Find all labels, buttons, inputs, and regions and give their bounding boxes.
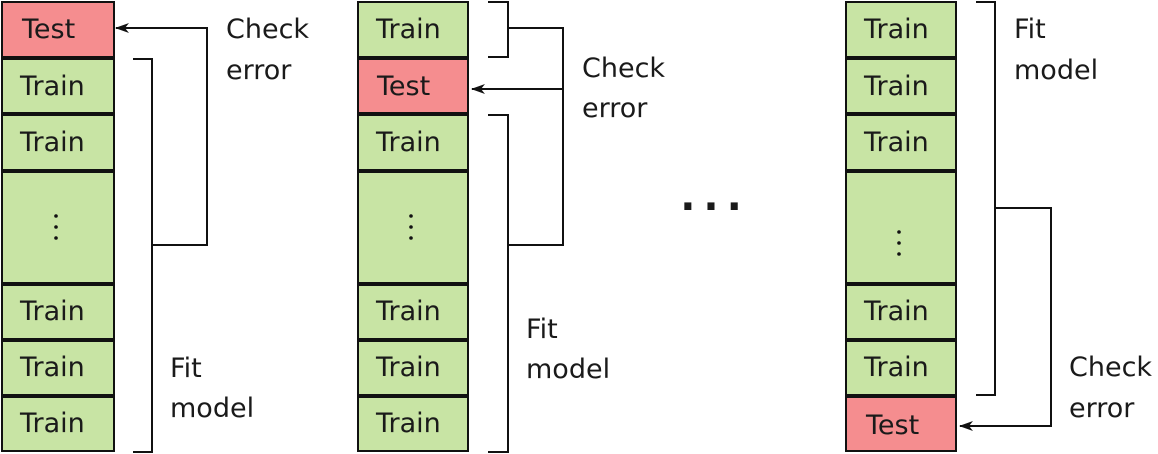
fold-3-cell-5: Train	[845, 284, 957, 340]
train-block	[845, 114, 957, 171]
fold-3-cell-4	[845, 171, 957, 284]
fit-model-bracket	[976, 1, 996, 396]
ellipsis-block	[1, 171, 115, 284]
vertical-ellipsis	[897, 230, 901, 256]
cell-label: Train	[863, 352, 929, 383]
fit-model-bracket-upper	[488, 1, 509, 58]
cell-label: Train	[863, 14, 929, 45]
cell-label: Train	[19, 296, 85, 327]
cell-label: Train	[863, 71, 929, 102]
cell-label: Train	[375, 127, 441, 158]
fit-model-bracket-lower	[488, 114, 509, 453]
fold-1: Test Train Train Train Train	[1, 1, 309, 453]
check-error-arrow	[959, 207, 1052, 431]
fold-2-cell-6: Train	[357, 340, 469, 396]
ellipsis-dot	[897, 241, 901, 245]
check-error-arrow	[115, 23, 208, 246]
ellipsis-dot	[409, 225, 413, 229]
cell-label: Train	[375, 14, 441, 45]
fold-1-cell-3: Train	[1, 114, 115, 171]
train-block	[357, 284, 469, 340]
cell-label: Train	[375, 296, 441, 327]
train-block	[1, 114, 115, 171]
train-block	[357, 1, 469, 58]
train-block	[357, 340, 469, 396]
check-error-label: Check	[1069, 352, 1152, 383]
fold-3-cell-3: Train	[845, 114, 957, 171]
fit-model-bracket	[133, 58, 153, 453]
fold-1-cell-6: Train	[1, 340, 115, 396]
fit-model-label: model	[526, 354, 610, 385]
vertical-ellipsis	[54, 214, 58, 240]
fit-model-label: Fit	[1014, 14, 1046, 45]
cell-label: Train	[19, 127, 85, 158]
train-block	[1, 58, 115, 114]
train-block	[845, 284, 957, 340]
fold-3-cell-2: Train	[845, 58, 957, 114]
ellipsis-block	[357, 171, 469, 284]
check-error-label: error	[1069, 393, 1135, 424]
fold-3: Train Train Train Train Train	[845, 1, 1152, 452]
fold-2-cell-4	[357, 171, 469, 284]
cell-label: Train	[863, 296, 929, 327]
cell-label: Train	[863, 127, 929, 158]
check-error-label: error	[582, 93, 648, 124]
test-block	[1, 1, 115, 58]
fold-1-cell-4	[1, 171, 115, 284]
fold-3-cell-6: Train	[845, 340, 957, 396]
train-block	[357, 396, 469, 452]
vertical-ellipsis	[409, 214, 413, 240]
cell-label: Train	[375, 408, 441, 439]
train-block	[1, 340, 115, 396]
ellipsis-dot	[54, 225, 58, 229]
ellipsis-dot	[897, 230, 901, 234]
cell-label: Test	[865, 410, 919, 441]
fit-model-label: Fit	[526, 314, 558, 345]
fold-2-cell-3: Train	[357, 114, 469, 171]
fold-1-cell-5: Train	[1, 284, 115, 340]
check-error-label: Check	[582, 53, 665, 84]
fold-2-cell-1: Train	[357, 1, 469, 58]
fold-1-cell-2: Train	[1, 58, 115, 114]
fit-model-label: model	[170, 393, 254, 424]
check-error-label: error	[226, 55, 292, 86]
fold-2: Train Test Train Train Train	[357, 1, 665, 453]
fold-2-cell-2: Test	[357, 58, 469, 114]
fold-3-cell-7: Test	[845, 396, 957, 452]
fit-model-label: Fit	[170, 353, 202, 384]
train-block	[1, 396, 115, 452]
cell-label: Train	[375, 352, 441, 383]
ellipsis-block	[845, 171, 957, 284]
check-error-arrow	[472, 27, 564, 246]
ellipsis-dot	[409, 214, 413, 218]
fold-3-cell-1: Train	[845, 1, 957, 58]
fit-model-label: model	[1014, 55, 1098, 86]
cell-label: Test	[21, 14, 75, 45]
cell-label: Test	[376, 71, 430, 102]
fold-2-cell-7: Train	[357, 396, 469, 452]
ellipsis-dot	[54, 214, 58, 218]
check-error-label: Check	[226, 14, 309, 45]
train-block	[1, 284, 115, 340]
train-block	[845, 340, 957, 396]
test-block	[845, 396, 957, 452]
cell-label: Train	[19, 352, 85, 383]
train-block	[845, 1, 957, 58]
ellipsis-dot	[409, 236, 413, 240]
fold-1-cell-1: Test	[1, 1, 115, 58]
ellipsis-dot	[54, 236, 58, 240]
cell-label: Train	[19, 408, 85, 439]
ellipsis-dot	[897, 252, 901, 256]
train-block	[357, 114, 469, 171]
fold-2-cell-5: Train	[357, 284, 469, 340]
train-block	[845, 58, 957, 114]
between-folds-ellipsis: ...	[680, 174, 750, 220]
cell-label: Train	[19, 71, 85, 102]
fold-1-cell-7: Train	[1, 396, 115, 452]
